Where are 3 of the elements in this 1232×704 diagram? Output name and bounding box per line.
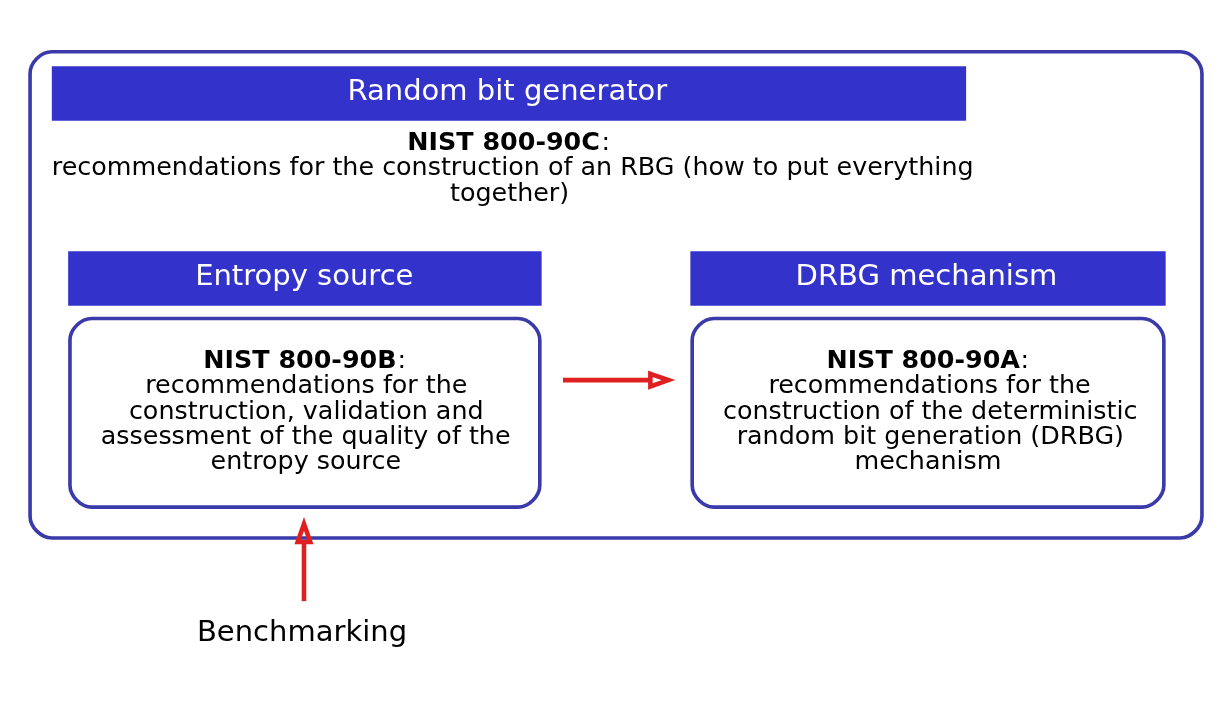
node-text: Benchmarking bbox=[196, 613, 408, 648]
arrow bbox=[562, 370, 676, 390]
arrow bbox=[294, 517, 314, 602]
